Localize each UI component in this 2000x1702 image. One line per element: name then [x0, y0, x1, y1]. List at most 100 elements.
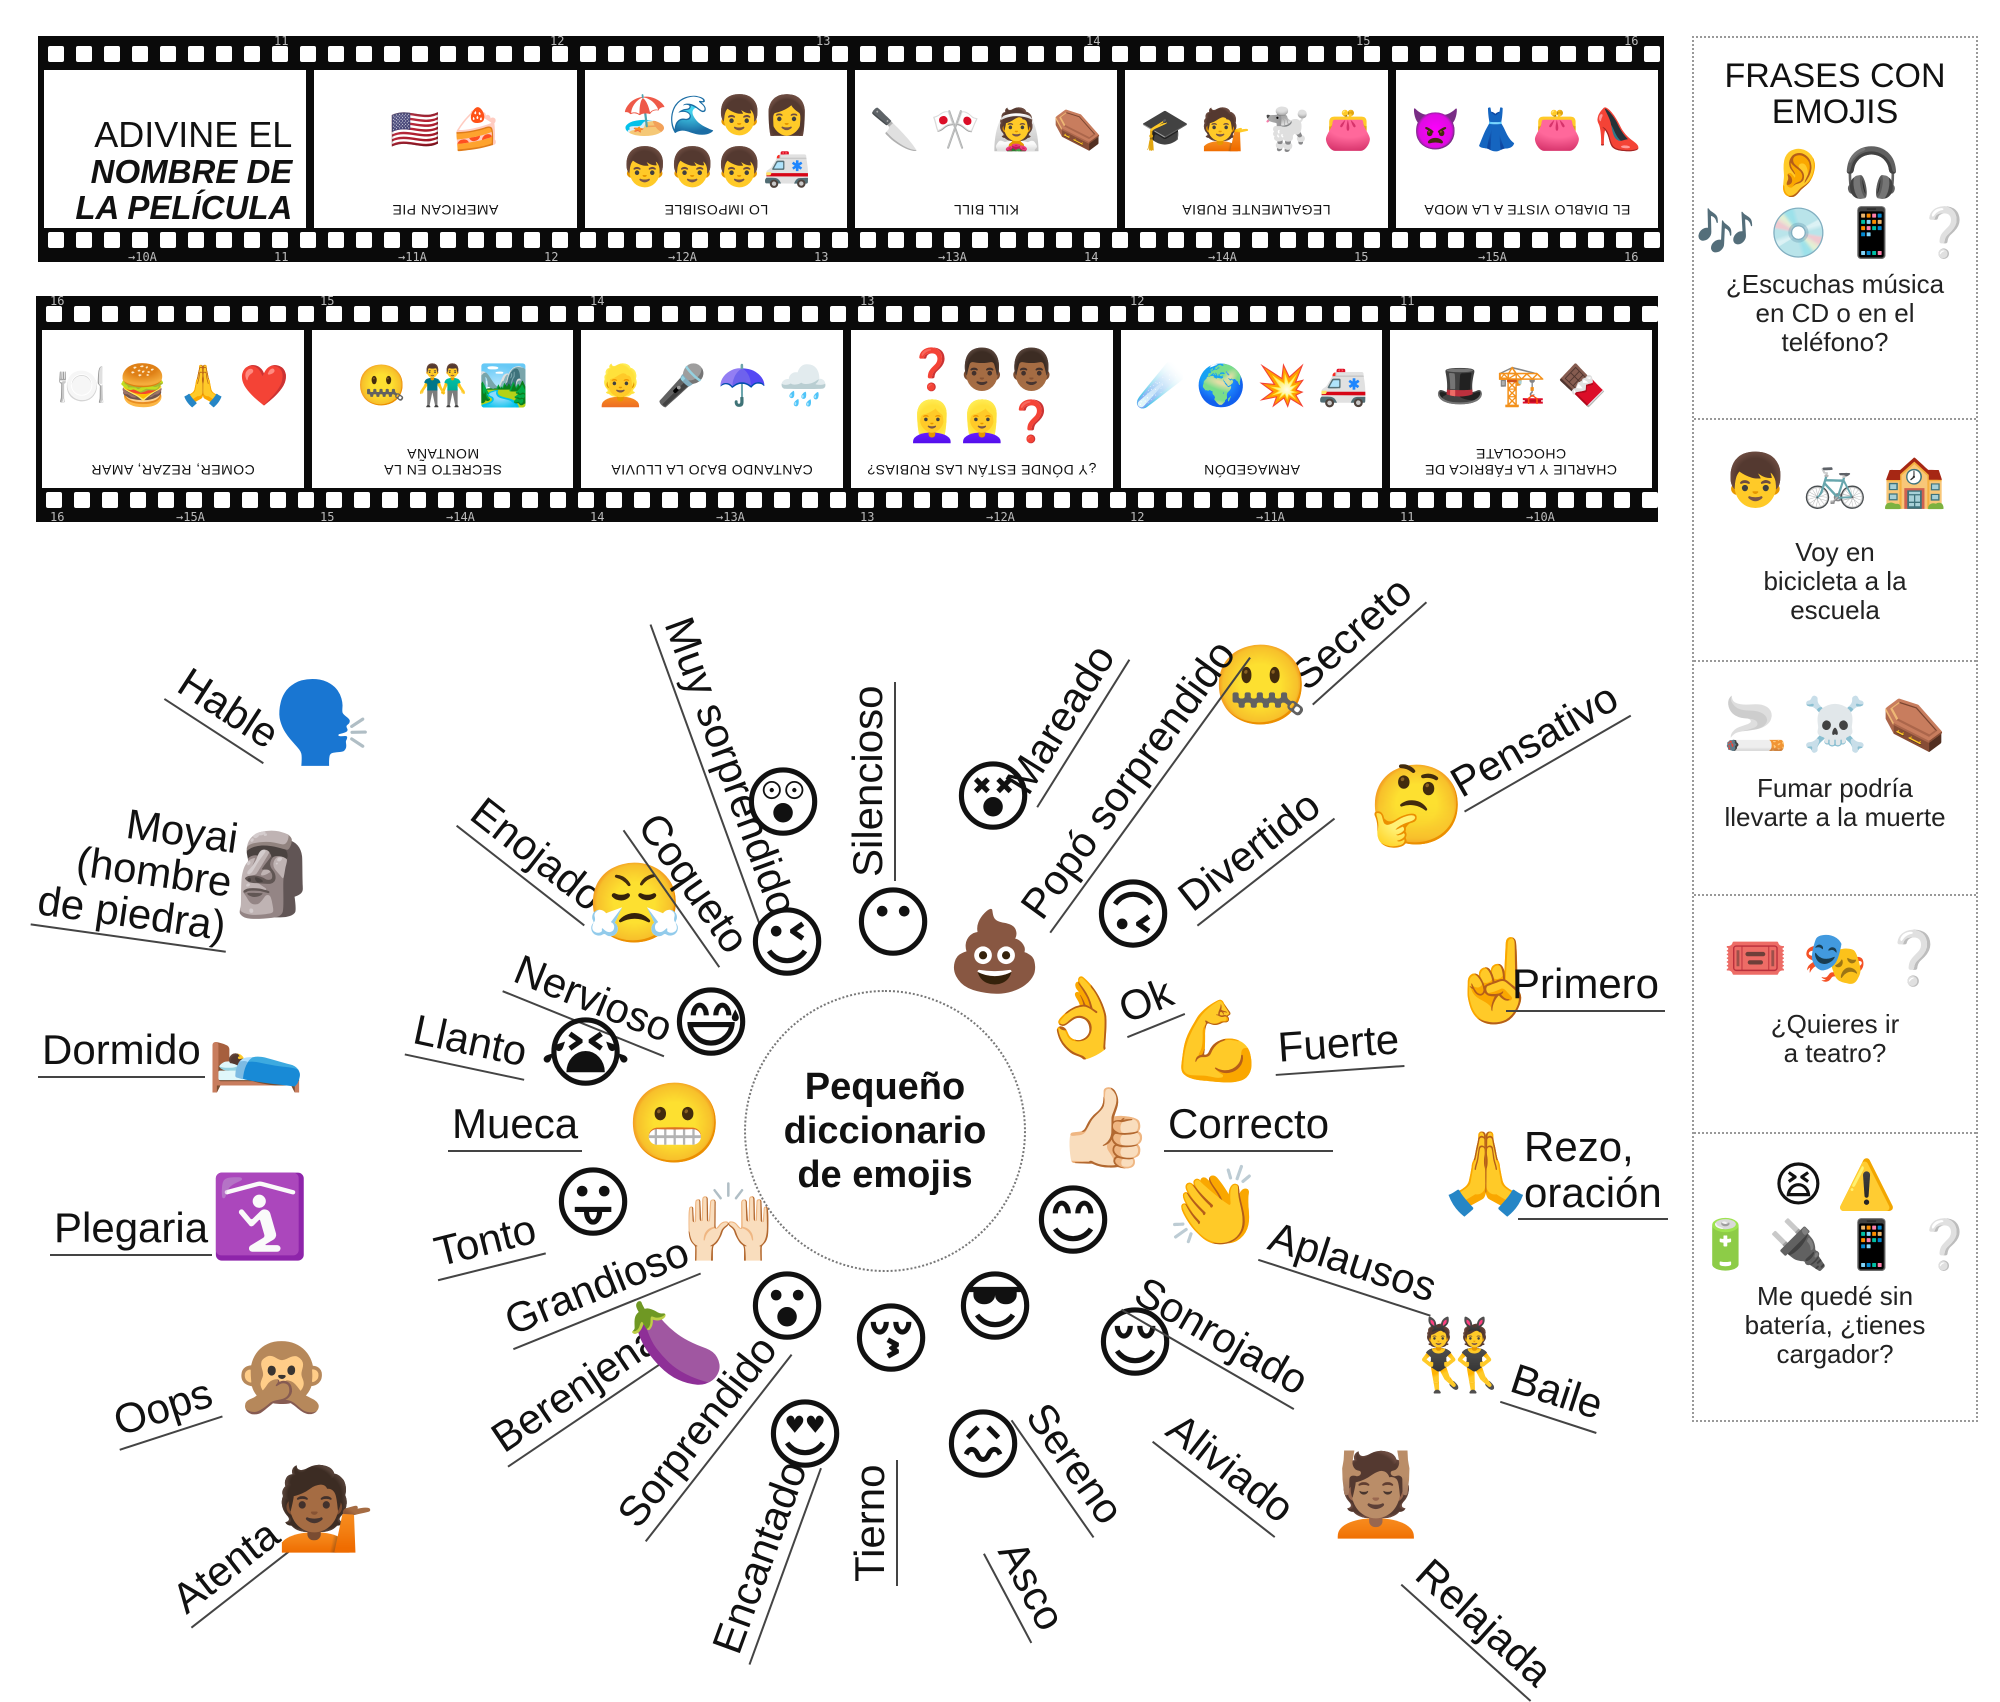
- speaking-head-icon: 🗣️: [272, 678, 372, 767]
- edge-number: 16: [1624, 34, 1639, 48]
- perforation-hole: [944, 232, 960, 248]
- movie-emojis: 🎩 🏗️ 🍫: [1435, 364, 1608, 408]
- perforation-hole: [298, 306, 314, 322]
- left-label: Oops: [103, 1367, 224, 1451]
- movie-frame[interactable]: 👱 🎤 ☂️ 🌧️ CANTANDO BAJO LA LLUVIA: [581, 330, 844, 488]
- perforation-hole: [944, 46, 960, 62]
- ring-label: Llanto: [404, 1004, 536, 1081]
- perforations-bottom: [38, 232, 1664, 252]
- movie-frame[interactable]: 🤐 👬 🏞️ SECRETO EN LA MONTAÑA: [311, 330, 574, 488]
- perforation-hole: [1166, 492, 1182, 508]
- perforation-hole: [438, 306, 454, 322]
- perforation-hole: [186, 492, 202, 508]
- movie-frame[interactable]: ☄️ 🌍 💥 🚑 ARMAGEDÓN: [1120, 330, 1383, 488]
- perforation-hole: [1392, 232, 1408, 248]
- movie-emojis: 🎓 💁 🐩 👛: [1140, 108, 1373, 152]
- movie-frame[interactable]: ❓👨🏾👨🏾 👱‍♀️👱‍♀️❓ ¿Y DÓNDE ESTÁN LAS RUBIA…: [851, 330, 1113, 488]
- frase-emojis: 🚬 ☠️ ⚰️: [1723, 696, 1947, 754]
- perforation-hole: [662, 306, 678, 322]
- perforation-hole: [158, 306, 174, 322]
- perforation-hole: [830, 306, 846, 322]
- perforation-hole: [1642, 492, 1658, 508]
- perforation-hole: [1588, 46, 1604, 62]
- movie-emojis: 👱 🎤 ☂️ 🌧️: [595, 364, 829, 408]
- edge-number: 12: [1130, 510, 1145, 524]
- perforations-bottom: [36, 492, 1658, 512]
- perforation-hole: [1448, 232, 1464, 248]
- heart-eyes-face-icon: 😍: [764, 1391, 846, 1479]
- perforation-hole: [860, 46, 876, 62]
- loudly-crying-face-icon: 😭: [540, 1009, 632, 1097]
- perforation-hole: [608, 232, 624, 248]
- perforation-hole: [1054, 492, 1070, 508]
- movie-frame[interactable]: 🏖️🌊👦👩 👦👦👦🚑 LO IMPOSIBLE: [584, 70, 847, 228]
- perforation-hole: [496, 232, 512, 248]
- perforation-hole: [158, 492, 174, 508]
- perforation-hole: [160, 46, 176, 62]
- perforation-hole: [1084, 46, 1100, 62]
- eggplant-icon: 🍆: [628, 1299, 726, 1387]
- perforation-hole: [1586, 306, 1602, 322]
- upside-down-face-icon: 🙃: [1092, 871, 1174, 959]
- perforation-hole: [132, 46, 148, 62]
- tongue-out-face-icon: 😛: [552, 1159, 634, 1247]
- face-massage-icon: 💆🏽: [1326, 1450, 1426, 1539]
- ring-label: Divertido: [1165, 778, 1335, 927]
- edge-number: 11: [1400, 510, 1415, 524]
- perforation-hole: [1278, 492, 1294, 508]
- perforation-hole: [1392, 46, 1408, 62]
- perforation-hole: [1082, 306, 1098, 322]
- perforation-hole: [776, 232, 792, 248]
- perforation-hole: [830, 492, 846, 508]
- frase-emojis: 🎟️ 🎭 ❔: [1723, 930, 1947, 988]
- perforation-hole: [298, 492, 314, 508]
- movie-frame[interactable]: 👿 👗 👛 👠 EL DIABLO VISTE A LA MODA: [1395, 70, 1658, 228]
- perforation-hole: [216, 232, 232, 248]
- movie-emojis: ❓👨🏾👨🏾 👱‍♀️👱‍♀️❓: [907, 348, 1057, 444]
- perforation-hole: [1448, 46, 1464, 62]
- perforation-hole: [1476, 46, 1492, 62]
- edge-number: 11: [274, 250, 289, 264]
- perforation-hole: [720, 46, 736, 62]
- perforation-hole: [300, 46, 316, 62]
- perforation-hole: [1026, 492, 1042, 508]
- perforation-hole: [1504, 46, 1520, 62]
- perforation-hole: [1336, 46, 1352, 62]
- perforation-hole: [1168, 232, 1184, 248]
- perforation-hole: [1140, 46, 1156, 62]
- perforation-hole: [1616, 232, 1632, 248]
- perforation-hole: [102, 492, 118, 508]
- perforation-hole: [886, 306, 902, 322]
- perforation-hole: [970, 306, 986, 322]
- movie-frame[interactable]: 🍽️ 🍔 🙏 ❤️ COMER, REZAR, AMAR: [42, 330, 304, 488]
- perforation-hole: [664, 46, 680, 62]
- perforation-hole: [188, 232, 204, 248]
- movie-frame[interactable]: 🇺🇸 🍰 AMERICAN PIE: [314, 70, 577, 228]
- perforation-hole: [914, 492, 930, 508]
- perforation-hole: [914, 306, 930, 322]
- perforation-hole: [774, 492, 790, 508]
- movie-frame[interactable]: 🔪 🎌 👰 ⚰️ KILL BILL: [854, 70, 1118, 228]
- perforation-hole: [160, 232, 176, 248]
- perforation-hole: [606, 306, 622, 322]
- raising-hands-icon: 🙌🏻: [680, 1179, 778, 1267]
- movie-frame[interactable]: 🎓 💁 🐩 👛 LEGALMENTE RUBIA: [1125, 70, 1388, 228]
- grimacing-face-icon: 😬: [626, 1079, 724, 1167]
- perforation-hole: [46, 492, 62, 508]
- edge-number: →14A: [1208, 250, 1237, 264]
- perforation-hole: [1278, 306, 1294, 322]
- perforation-hole: [216, 46, 232, 62]
- perforation-hole: [1532, 46, 1548, 62]
- movie-frame[interactable]: 🎩 🏗️ 🍫 CHARLIE Y LA FÁBRICA DE CHOCOLATE: [1390, 330, 1653, 488]
- perforation-hole: [1196, 46, 1212, 62]
- edge-number: 16: [1624, 250, 1639, 264]
- perforation-hole: [494, 306, 510, 322]
- right-label: Relajada: [1400, 1546, 1565, 1702]
- movie-emojis: 🇺🇸 🍰: [390, 108, 501, 152]
- right-label: Baile: [1499, 1353, 1613, 1435]
- perforation-hole: [552, 232, 568, 248]
- perforation-hole: [1364, 232, 1380, 248]
- perforation-hole: [1390, 492, 1406, 508]
- perforation-hole: [214, 492, 230, 508]
- frase-text: Voy en bicicleta a la escuela: [1763, 537, 1907, 625]
